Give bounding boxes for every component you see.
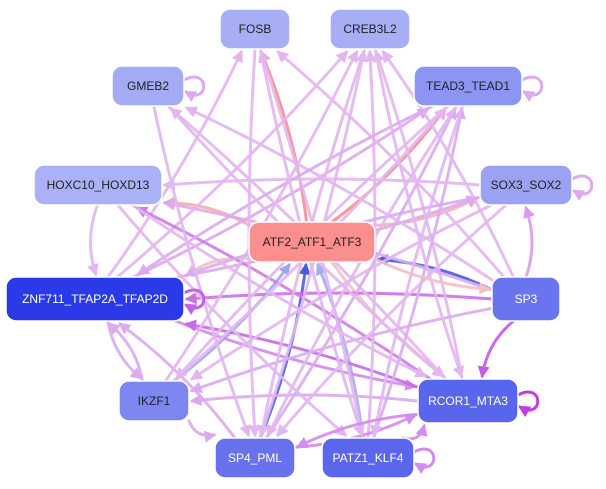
node-box — [329, 8, 411, 50]
node-atf2-atf1-atf3[interactable]: ATF2_ATF1_ATF3 — [248, 221, 376, 263]
edge-hoxc10-hoxd13-to-znf711-tfap2a-tfap2d — [87, 203, 99, 277]
node-sp3[interactable]: SP3 — [491, 276, 561, 322]
edge-rcor1-mta3-to-sp4-pml — [295, 412, 420, 448]
self-loops-layer — [182, 75, 594, 475]
node-label: CREB3L2 — [343, 22, 397, 36]
edge-sox3-sox2-to-ikzf1 — [190, 203, 494, 381]
edge-gmeb2-to-sp4-pml — [152, 104, 251, 438]
edge-patz1-klf4-to-rcor1-mta3 — [401, 423, 428, 441]
node-label: FOSB — [239, 22, 272, 36]
node-ikzf1[interactable]: IKZF1 — [118, 380, 190, 422]
edge-hoxc10-hoxd13-to-patz1-klf4 — [116, 203, 348, 437]
node-label: TEAD3_TEAD1 — [426, 79, 510, 93]
edge-znf711-tfap2a-tfap2d-to-fosb — [106, 49, 243, 279]
edge-sp3-to-sox3-sox2 — [523, 205, 535, 279]
edge-sp3-to-ikzf1 — [189, 306, 494, 393]
node-box — [214, 437, 296, 479]
edge-creb3l2-to-rcor1-mta3 — [373, 47, 464, 379]
node-box — [491, 276, 561, 322]
node-box — [219, 8, 291, 50]
node-label: SOX3_SOX2 — [491, 178, 562, 192]
node-label: RCOR1_MTA3 — [428, 394, 508, 408]
edge-ikzf1-to-sp4-pml — [187, 419, 217, 443]
node-tead3-tead1[interactable]: TEAD3_TEAD1 — [413, 65, 523, 107]
node-label: HOXC10_HOXD13 — [47, 178, 150, 192]
self-loop-tead3-tead1 — [520, 75, 544, 103]
node-box — [321, 437, 415, 479]
node-creb3l2[interactable]: CREB3L2 — [329, 8, 411, 50]
edge-rcor1-mta3-to-znf711-tfap2a-tfap2d — [184, 319, 420, 389]
edge-sp3-to-znf711-tfap2a-tfap2d — [184, 291, 494, 305]
self-loop-znf711-tfap2a-tfap2d — [182, 288, 206, 316]
node-label: ZNF711_TFAP2A_TFAP2D — [22, 292, 168, 306]
edge-sp3-to-rcor1-mta3 — [477, 319, 515, 379]
node-sox3-sox2[interactable]: SOX3_SOX2 — [479, 164, 573, 206]
edge-sp3-to-creb3l2 — [381, 50, 515, 279]
edge-rcor1-mta3-to-hoxc10-hoxd13 — [135, 206, 432, 381]
edge-patz1-klf4-to-tead3-tead1 — [371, 106, 466, 440]
node-box — [33, 164, 163, 206]
node-sp4-pml[interactable]: SP4_PML — [214, 437, 296, 479]
edge-atf2-atf1-atf3-to-sp3 — [373, 257, 492, 295]
self-loop-patz1-klf4 — [412, 447, 436, 475]
edge-sp3-to-gmeb2 — [184, 106, 494, 282]
edge-rcor1-mta3-to-creb3l2 — [373, 49, 464, 381]
node-label: IKZF1 — [138, 394, 171, 408]
edge-rcor1-mta3-to-ikzf1 — [189, 393, 420, 406]
node-rcor1-mta3[interactable]: RCOR1_MTA3 — [417, 378, 519, 424]
self-loop-rcor1-mta3 — [516, 390, 540, 418]
node-box — [118, 380, 190, 422]
node-gmeb2[interactable]: GMEB2 — [111, 65, 185, 107]
node-fosb[interactable]: FOSB — [219, 8, 291, 50]
node-box — [417, 378, 519, 424]
edge-sp4-pml-to-tead3-tead1 — [264, 106, 457, 440]
edge-ikzf1-to-znf711-tfap2a-tfap2d — [107, 322, 144, 383]
node-label: SP3 — [515, 292, 538, 306]
edge-tead3-tead1-to-sp4-pml — [266, 104, 459, 438]
node-label: PATZ1_KLF4 — [333, 451, 404, 465]
node-label: ATF2_ATF1_ATF3 — [263, 235, 362, 249]
node-box — [5, 276, 185, 322]
node-label: GMEB2 — [127, 79, 169, 93]
edge-ikzf1-to-creb3l2 — [164, 49, 359, 383]
node-patz1-klf4[interactable]: PATZ1_KLF4 — [321, 437, 415, 479]
edge-znf711-tfap2a-tfap2d-to-ikzf1 — [106, 319, 143, 380]
node-znf711-tfap2a-tfap2d[interactable]: ZNF711_TFAP2A_TFAP2D — [5, 276, 185, 322]
edges-layer — [87, 47, 535, 449]
node-label: SP4_PML — [228, 451, 282, 465]
edge-sox3-sox2-to-sp4-pml — [276, 203, 508, 437]
edge-hoxc10-hoxd13-to-rcor1-mta3 — [130, 203, 428, 378]
edge-znf711-tfap2a-tfap2d-to-tead3-tead1 — [132, 107, 430, 279]
self-loop-sox3-sox2 — [570, 174, 594, 202]
node-hoxc10-hoxd13[interactable]: HOXC10_HOXD13 — [33, 164, 163, 206]
node-box — [248, 221, 376, 263]
edge-tead3-tead1-to-znf711-tfap2a-tfap2d — [136, 104, 435, 276]
node-box — [111, 65, 185, 107]
edge-sp3-to-fosb — [276, 50, 506, 279]
self-loop-gmeb2 — [182, 75, 206, 103]
node-box — [413, 65, 523, 107]
edge-tead3-tead1-to-patz1-klf4 — [370, 104, 465, 438]
node-box — [479, 164, 573, 206]
